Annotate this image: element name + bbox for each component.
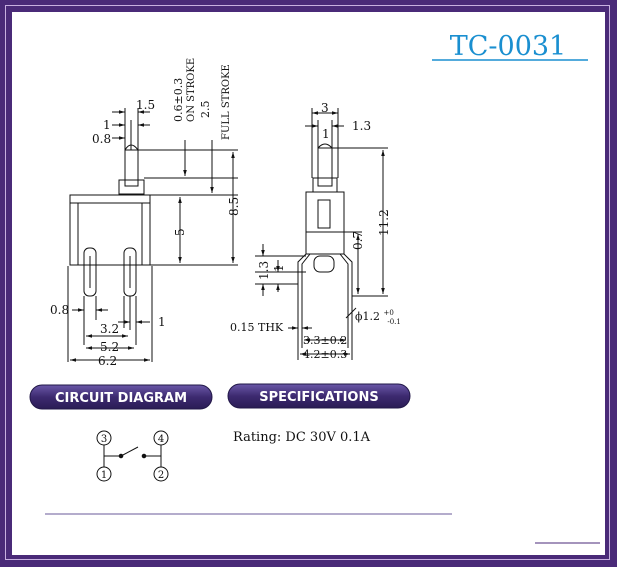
pin-3-label: 3: [101, 434, 107, 445]
dim-full-stroke-label: FULL STROKE: [221, 64, 232, 140]
circuit-pin-labels: 3 4 1 2: [101, 434, 164, 481]
front-body: [305, 191, 345, 233]
pin-1-label: 1: [101, 470, 107, 481]
dim-1-top: 1: [103, 118, 111, 132]
front-base: [305, 231, 345, 255]
dim-6-2: 6.2: [98, 354, 117, 368]
specifications-title: SPECIFICATIONS: [259, 390, 378, 405]
dim-3-3: 3.3±0.2: [303, 334, 347, 347]
dim-0-8-bottom: 0.8: [50, 303, 69, 317]
dim-8-5: 8.5: [227, 197, 241, 216]
side-view: [67, 108, 238, 362]
plunger: [124, 149, 139, 187]
circuit-diagram-title: CIRCUIT DIAGRAM: [55, 391, 187, 406]
switch-lever: [120, 446, 139, 457]
front-plunger: [317, 147, 333, 187]
dim-3: 3: [321, 101, 329, 115]
dim-thk: 0.15 THK: [230, 321, 284, 334]
model-title: TC-0031: [450, 31, 567, 62]
dim-1-left: 1: [272, 264, 286, 272]
front-view: [255, 108, 388, 360]
circuit-diagram-pill: CIRCUIT DIAGRAM: [29, 384, 213, 410]
dim-5-2: 5.2: [100, 340, 119, 354]
pin-2-label: 2: [158, 470, 164, 481]
dim-3-2: 3.2: [100, 322, 119, 336]
dim-0-7: 0.7: [351, 231, 365, 250]
pin-4-label: 4: [158, 434, 164, 445]
dim-0-8-top: 0.8: [92, 132, 111, 146]
side-view-labels: 1 0.8 1.5 0.6±0.3 ON STROKE 2.5 FULL STR…: [50, 58, 241, 368]
specifications-pill: SPECIFICATIONS: [227, 383, 411, 409]
spec-rating: Rating: DC 30V 0.1A: [233, 430, 371, 445]
dim-1-bottom: 1: [158, 315, 166, 329]
dim-1-3-left: 1.3: [257, 261, 271, 280]
dim-1-5: 1.5: [136, 98, 155, 112]
side-body: [69, 194, 151, 266]
terminal-left: [297, 253, 307, 304]
plunger-collar: [118, 179, 145, 195]
dim-on-stroke-label: ON STROKE: [186, 58, 197, 122]
front-view-labels: 3 1 1.3 11.2 0.7 1.3 1 ϕ1.2 +0 -0.1 0.15…: [230, 101, 401, 361]
dim-1-front: 1: [322, 127, 330, 141]
dim-full-stroke-val: 2.5: [199, 101, 212, 119]
terminal-right: [343, 253, 353, 304]
dim-on-stroke-val: 0.6±0.3: [172, 78, 185, 122]
dim-11-2: 11.2: [377, 209, 391, 236]
circuit-symbol: [96, 430, 169, 482]
dim-4-2: 4.2±0.3: [303, 348, 347, 361]
dim-1-3-top: 1.3: [352, 119, 371, 133]
dim-pin-dia: ϕ1.2 +0 -0.1: [355, 305, 401, 326]
dim-5: 5: [173, 228, 187, 236]
lead-left: [83, 247, 97, 297]
